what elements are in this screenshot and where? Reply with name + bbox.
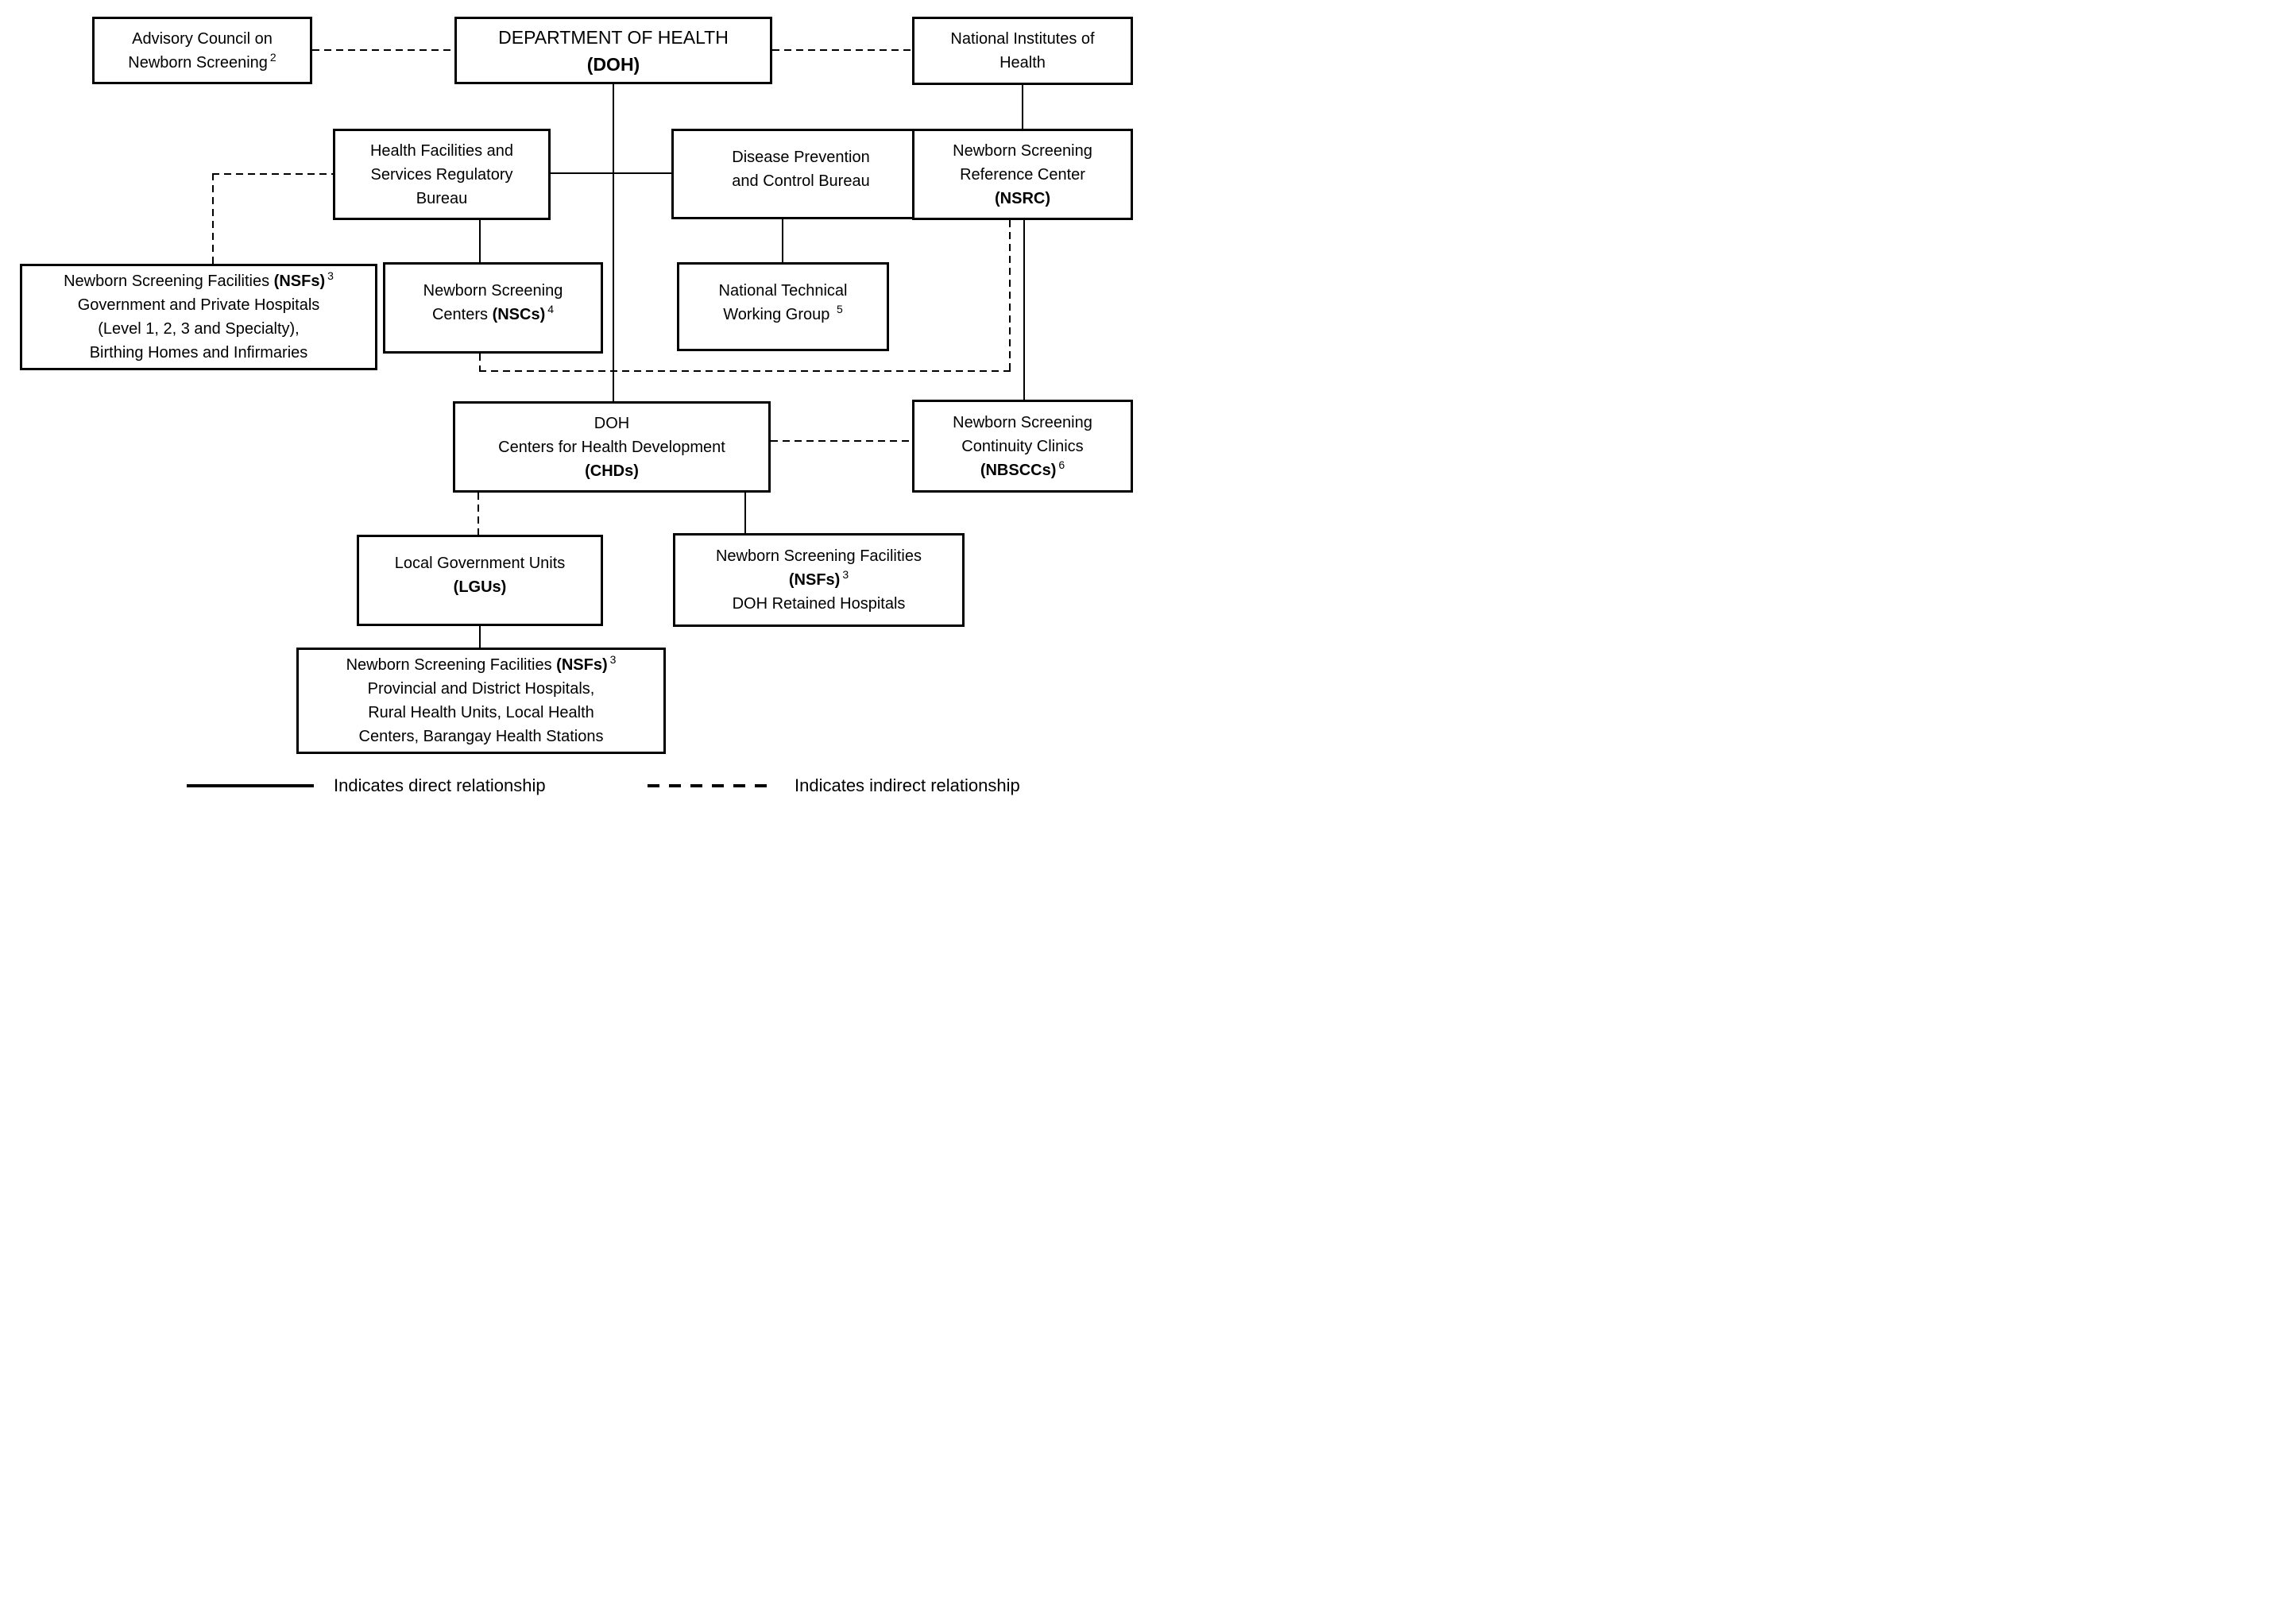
node-abbr: (NSFs)3 <box>788 568 849 589</box>
footnote-marker: 2 <box>269 50 276 64</box>
node-text-line: Centers for Health Development <box>498 438 725 456</box>
node-text-line: Disease Prevention <box>732 149 870 166</box>
connector-chd-nsfdoh-solid <box>744 493 746 533</box>
connector-nsc-nsrc-dashed-h <box>479 370 1011 372</box>
node-text-line: Centers, Barangay Health Stations <box>358 728 604 745</box>
node-text-line: Rural Health Units, Local Health <box>368 704 594 721</box>
node-text-line: (Level 1, 2, 3 and Specialty), <box>98 320 300 338</box>
connector-chd-lgu-dashed <box>478 493 479 535</box>
node-text-line: Reference Center <box>960 165 1085 184</box>
node-text-line: Bureau <box>416 189 468 207</box>
connector-lgu-nsflocal-solid <box>479 626 481 648</box>
node-text-line: DOH Retained Hospitals <box>732 595 906 613</box>
node-nsf-government-private-hospitals: Newborn Screening Facilities (NSFs)3 Gov… <box>20 264 377 370</box>
footnote-marker: 5 <box>836 303 843 316</box>
footnote-marker: 3 <box>609 653 617 667</box>
node-text-line: Local Government Units <box>394 555 566 572</box>
node-text-line: Continuity Clinics <box>961 437 1084 455</box>
node-text-line: Health Facilities and <box>369 141 514 160</box>
node-health-facilities-services-regulatory-bureau: Health Facilities and Services Regulator… <box>333 129 551 220</box>
node-department-of-health: DEPARTMENT OF HEALTH (DOH) <box>454 17 772 84</box>
connector-hfsrb-nsfhospitals-dashed-h <box>212 173 333 175</box>
node-text-line: Government and Private Hospitals <box>77 296 320 314</box>
node-newborn-screening-continuity-clinics: Newborn Screening Continuity Clinics (NB… <box>912 400 1133 493</box>
node-abbr: (DOH) <box>586 53 640 75</box>
node-abbr: (LGUs) <box>453 578 507 596</box>
footnote-marker: 3 <box>327 269 334 283</box>
footnote-marker: 6 <box>1058 458 1065 471</box>
connector-dpcb-ntwg-solid <box>782 219 783 262</box>
footnote-marker: 4 <box>547 303 555 316</box>
node-text-line: DOH <box>594 414 630 432</box>
node-text-line: Advisory Council on <box>132 29 273 48</box>
node-doh-centers-for-health-development: DOH Centers for Health Development (CHDs… <box>453 401 771 493</box>
node-disease-prevention-control-bureau: Disease Prevention and Control Bureau <box>671 129 930 219</box>
legend-direct-line-sample <box>187 784 314 787</box>
node-local-government-units: Local Government Units (LGUs) <box>357 535 603 626</box>
connector-hfsrb-dpcb-solid <box>551 172 671 174</box>
connector-chd-nbscc-dashed <box>771 440 912 442</box>
node-text-line: Provincial and District Hospitals, <box>367 680 595 698</box>
node-text-line: Health <box>1000 54 1046 72</box>
connector-hfsrb-nsc-solid <box>479 220 481 262</box>
node-text-line: Working Group 5 <box>723 303 843 323</box>
connector-nsrc-nbscc-solid <box>1023 220 1025 400</box>
node-text-line: Newborn Screening Facilities <box>715 547 922 565</box>
node-text-line: Birthing Homes and Infirmaries <box>89 344 308 362</box>
connector-hfsrb-nsfhospitals-dashed-v <box>212 173 214 264</box>
connector-nih-nsrc-solid <box>1022 84 1023 129</box>
node-text-line: DEPARTMENT OF HEALTH <box>498 26 729 48</box>
legend-indirect-label: Indicates indirect relationship <box>795 775 1020 795</box>
connector-advisory-doh-dashed <box>312 49 454 51</box>
legend-indirect-line-sample <box>648 784 776 787</box>
node-text-line: Newborn Screening <box>953 413 1092 431</box>
node-text-line: Newborn Screening Facilities (NSFs)3 <box>64 269 334 290</box>
node-national-institutes-of-health: National Institutes of Health <box>912 17 1133 85</box>
node-national-technical-working-group: National Technical Working Group 5 <box>677 262 889 351</box>
node-text-line: Newborn Screening <box>423 282 563 300</box>
node-text-line: Centers (NSCs)4 <box>431 303 555 323</box>
legend-direct-label: Indicates direct relationship <box>334 775 546 795</box>
connector-doh-nih-dashed <box>772 49 912 51</box>
node-abbr: (NBSCCs)6 <box>980 458 1065 479</box>
node-text-line: Newborn Screening <box>953 141 1092 160</box>
connector-nsrc-dashed-drop <box>1009 220 1011 372</box>
connector-nsc-dashed-drop <box>479 354 481 372</box>
node-text-line: National Institutes of <box>950 30 1095 48</box>
node-newborn-screening-reference-center: Newborn Screening Reference Center (NSRC… <box>912 129 1133 220</box>
node-text-line: Newborn Screening Facilities (NSFs)3 <box>346 653 617 674</box>
node-newborn-screening-centers: Newborn Screening Centers (NSCs)4 <box>383 262 603 354</box>
node-text-line: and Control Bureau <box>732 172 870 190</box>
node-nsf-provincial-district-hospitals: Newborn Screening Facilities (NSFs)3 Pro… <box>296 648 666 754</box>
connector-doh-chd-solid <box>613 84 614 401</box>
node-nsf-doh-retained-hospitals: Newborn Screening Facilities (NSFs)3 DOH… <box>673 533 965 627</box>
node-text-line: Services Regulatory <box>370 165 513 184</box>
node-abbr: (NSRC) <box>995 189 1050 207</box>
node-abbr: (CHDs) <box>585 462 639 480</box>
node-text-line: National Technical <box>718 282 848 300</box>
footnote-marker: 3 <box>842 568 849 582</box>
